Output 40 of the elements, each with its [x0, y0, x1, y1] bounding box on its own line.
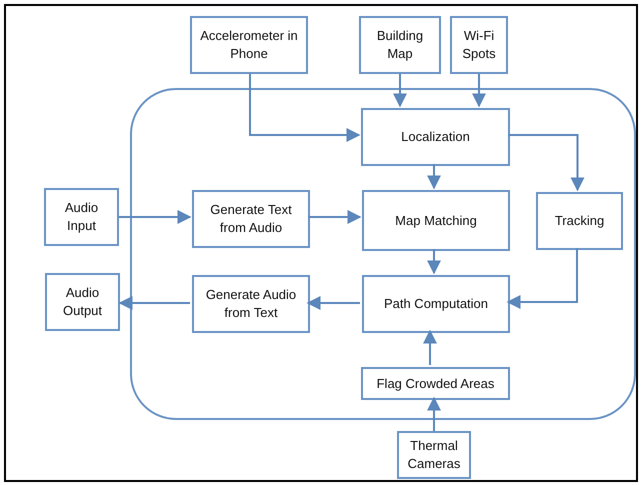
box-label: Wi-Fi Spots: [461, 27, 497, 63]
process-box: [359, 16, 441, 74]
arrow: [119, 210, 192, 224]
process-box: [361, 367, 510, 400]
box-label: Path Computation: [382, 295, 490, 313]
process-box: [362, 275, 510, 333]
process-box: [361, 108, 510, 166]
process-box: [397, 431, 471, 479]
arrow: [506, 248, 578, 309]
arrow: [308, 210, 362, 224]
box-label: Flag Crowded Areas: [376, 374, 496, 392]
process-box: [190, 16, 308, 74]
arrow: [427, 164, 441, 190]
arrow: [508, 134, 584, 192]
arrow: [118, 296, 190, 310]
box-label: Tracking: [554, 212, 606, 230]
process-box: [192, 190, 310, 248]
arrow: [249, 74, 360, 142]
box-label: Audio Input: [64, 199, 100, 235]
process-box: [450, 16, 508, 74]
process-box: [45, 273, 120, 331]
box-label: Localization: [400, 128, 471, 146]
process-box: [192, 275, 310, 333]
box-label: Generate Text from Audio: [209, 201, 293, 237]
box-label: Accelerometer in Phone: [199, 27, 299, 63]
system-boundary: [130, 88, 636, 420]
box-label: Map Matching: [394, 212, 478, 230]
box-label: Audio Output: [62, 284, 104, 320]
box-label: Thermal Cameras: [406, 437, 462, 473]
arrow: [472, 74, 486, 108]
process-box: [536, 192, 623, 250]
box-label: Building Map: [376, 27, 424, 63]
arrow: [306, 296, 360, 310]
process-box: [44, 188, 119, 246]
arrow: [427, 396, 441, 431]
box-label: Generate Audio from Text: [204, 286, 298, 322]
arrow: [423, 330, 437, 365]
arrow: [427, 249, 441, 274]
process-box: [362, 190, 510, 251]
arrow: [393, 74, 407, 108]
